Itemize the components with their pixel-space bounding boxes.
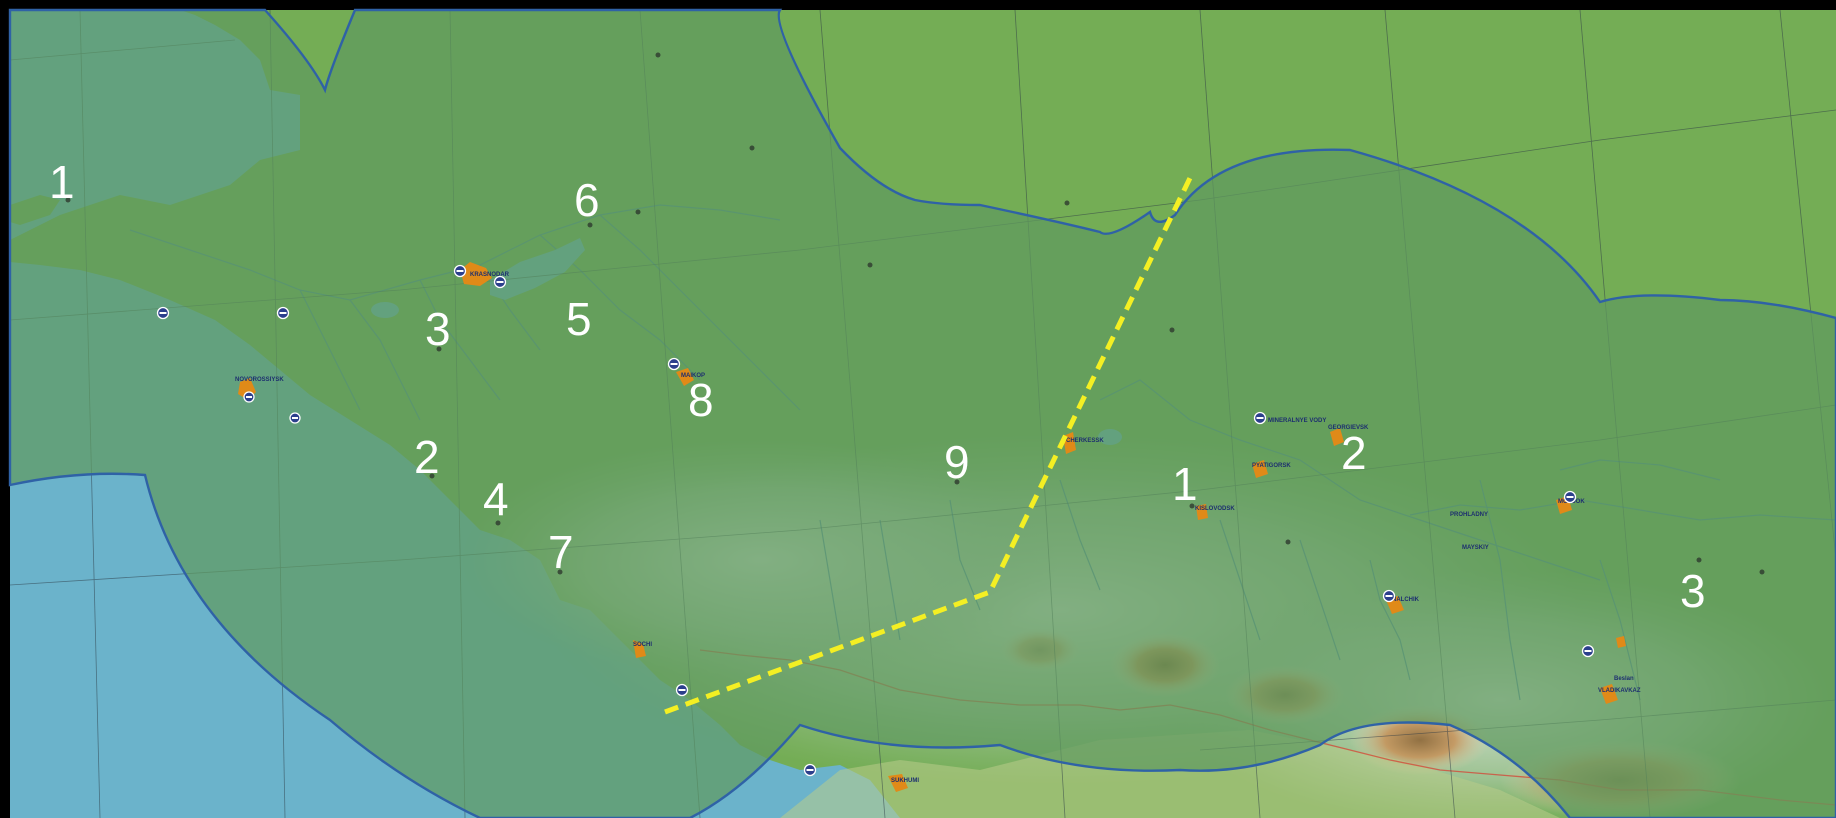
sector-number: 1 <box>49 156 75 208</box>
airport-icon[interactable] <box>493 275 507 289</box>
city-label: NOVOROSSIYSK <box>235 377 284 383</box>
city-label: PROHLADNY <box>1450 512 1488 518</box>
georgievsk-city-area <box>1330 428 1344 446</box>
city-label: KISLOVODSK <box>1195 506 1235 512</box>
sukhumi-city-area <box>888 774 908 792</box>
sector-number: 8 <box>688 374 714 426</box>
sector-number: 6 <box>574 174 600 226</box>
airport-icon[interactable] <box>243 391 255 403</box>
beslan-city-area <box>1616 636 1626 648</box>
city-label: VLADIKAVKAZ <box>1598 688 1641 694</box>
city-label: PYATIGORSK <box>1252 463 1291 469</box>
city-label: KRASNODAR <box>470 272 510 278</box>
georgia-lowland <box>780 730 1560 818</box>
city-label: NALCHIK <box>1392 597 1420 603</box>
airport-icon[interactable] <box>667 357 681 371</box>
kislovodsk-city-area <box>1196 504 1208 520</box>
airport-icon[interactable] <box>675 683 689 697</box>
sector-numbers: 1 2 3 4 5 6 7 8 9 1 2 3 <box>49 156 1706 617</box>
city-label: GEORGIEVSK <box>1328 425 1369 431</box>
city-label: Beslan <box>1614 676 1634 682</box>
sector-number: 3 <box>1680 565 1706 617</box>
airport-icon[interactable] <box>1253 411 1267 425</box>
airport-icon[interactable] <box>1382 589 1396 603</box>
city-label: CHERKESSK <box>1066 438 1104 444</box>
waypoint-markers <box>65 52 1765 575</box>
airport-icon[interactable] <box>276 306 290 320</box>
sector-number: 9 <box>944 436 970 488</box>
sector-number: 2 <box>1341 427 1367 479</box>
city-label: SUKHUMI <box>891 778 919 784</box>
vladikavkaz-city-area <box>1600 684 1618 704</box>
airport-icon[interactable] <box>453 264 467 278</box>
pyatigorsk-city-area <box>1252 460 1268 478</box>
sector-number: 1 <box>1172 458 1198 510</box>
airport-markers <box>156 264 1595 777</box>
city-label: MAYSKIY <box>1462 545 1489 551</box>
airport-icon[interactable] <box>289 412 301 424</box>
city-label: MAIKOP <box>681 373 705 379</box>
sector-number: 4 <box>483 473 509 525</box>
city-label: MINERALNYE VODY <box>1268 418 1326 424</box>
city-label: SOCHI <box>633 642 652 648</box>
sector-number: 2 <box>414 431 440 483</box>
airport-icon[interactable] <box>1581 644 1595 658</box>
krasnodar-city-area <box>460 262 492 286</box>
sochi-city-area <box>633 640 646 658</box>
airport-icon[interactable] <box>156 306 170 320</box>
airport-icon[interactable] <box>1563 490 1577 504</box>
maikop-city-area <box>676 368 694 386</box>
airport-icon[interactable] <box>803 763 817 777</box>
sector-divider-line <box>664 176 1193 715</box>
sector-number: 5 <box>566 293 592 345</box>
sector-number: 3 <box>425 303 451 355</box>
sector-number: 7 <box>548 526 574 578</box>
